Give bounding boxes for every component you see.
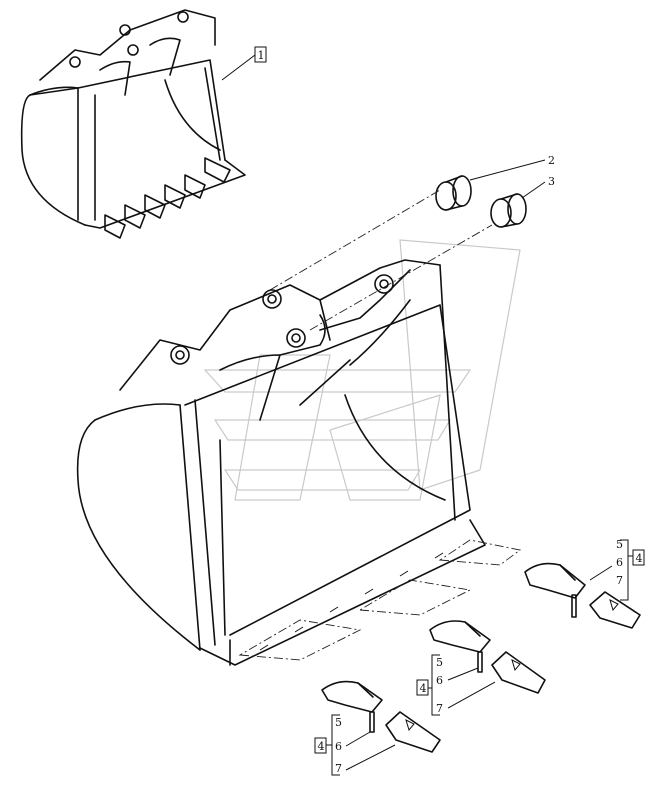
group-a-tip-label: 5	[616, 538, 623, 551]
group-b-adapter-label: 7	[436, 702, 443, 715]
group-c-pin-label: 6	[335, 740, 342, 753]
group-c-box-label: 4	[318, 740, 325, 753]
bushing-2: 2	[435, 154, 555, 211]
group-b-box-label: 4	[420, 682, 427, 695]
group-a-pin-label: 6	[616, 556, 623, 569]
watermark-logo	[203, 239, 521, 501]
callout-3-label: 3	[548, 175, 555, 188]
bushing-3: 3	[490, 175, 555, 228]
group-a-adapter-label: 7	[616, 574, 623, 587]
bucket-assembly-thumbnail	[20, 9, 246, 239]
group-b-pin-label: 6	[436, 674, 443, 687]
group-c-tip-label: 5	[335, 716, 342, 729]
tooth-group-c: 5 6 7 4	[314, 680, 441, 776]
bucket-exploded	[76, 259, 486, 666]
group-a-box-label: 4	[636, 552, 643, 565]
callout-2-label: 2	[548, 154, 555, 167]
callout-1-label: 1	[258, 49, 265, 62]
tooth-group-a: 5 6 7 4	[524, 538, 645, 629]
group-b-tip-label: 5	[436, 656, 443, 669]
tooth-group-b: 5 6 7 4	[416, 620, 546, 716]
callout-1: 1	[221, 46, 267, 81]
group-c-adapter-label: 7	[335, 762, 342, 775]
